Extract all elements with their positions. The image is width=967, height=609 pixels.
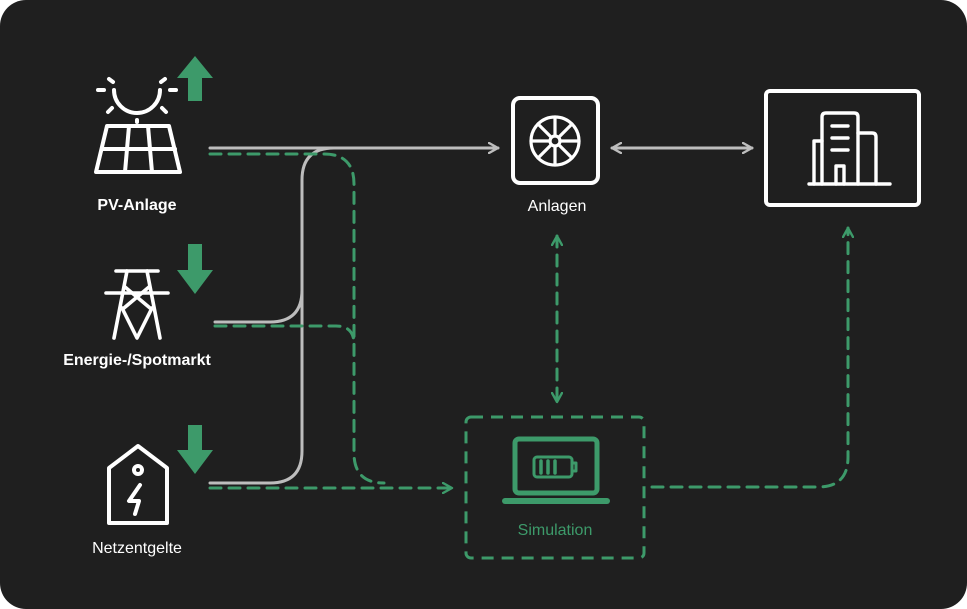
price-tag-icon (107, 444, 169, 525)
power-tower-icon (104, 269, 170, 340)
arrow-up-icon (177, 56, 213, 101)
connector-pv-to-simulation (208, 152, 386, 485)
simulation-box[interactable] (464, 415, 646, 560)
arrow-down-icon (177, 425, 213, 474)
source-label-market: Energie-/Spotmarkt (63, 352, 211, 369)
connector-market-to-plants (213, 146, 336, 324)
building-icon (807, 111, 892, 186)
building-box[interactable] (764, 89, 921, 207)
laptop-battery-icon (502, 436, 610, 504)
plants-label: Anlagen (527, 198, 587, 215)
arrow-down-icon (177, 244, 213, 294)
connector-market-to-simulation (213, 324, 356, 346)
source-label-pv: PV-Anlage (97, 197, 177, 214)
solar-panel-icon (94, 77, 182, 174)
source-label-fees: Netzentgelte (92, 540, 182, 557)
connector-simulation-to-building (650, 226, 848, 489)
connector-fees-to-plants (208, 288, 304, 485)
plants-box[interactable] (511, 96, 600, 185)
simulation-label: Simulation (517, 522, 593, 539)
wheel-icon (529, 115, 581, 167)
